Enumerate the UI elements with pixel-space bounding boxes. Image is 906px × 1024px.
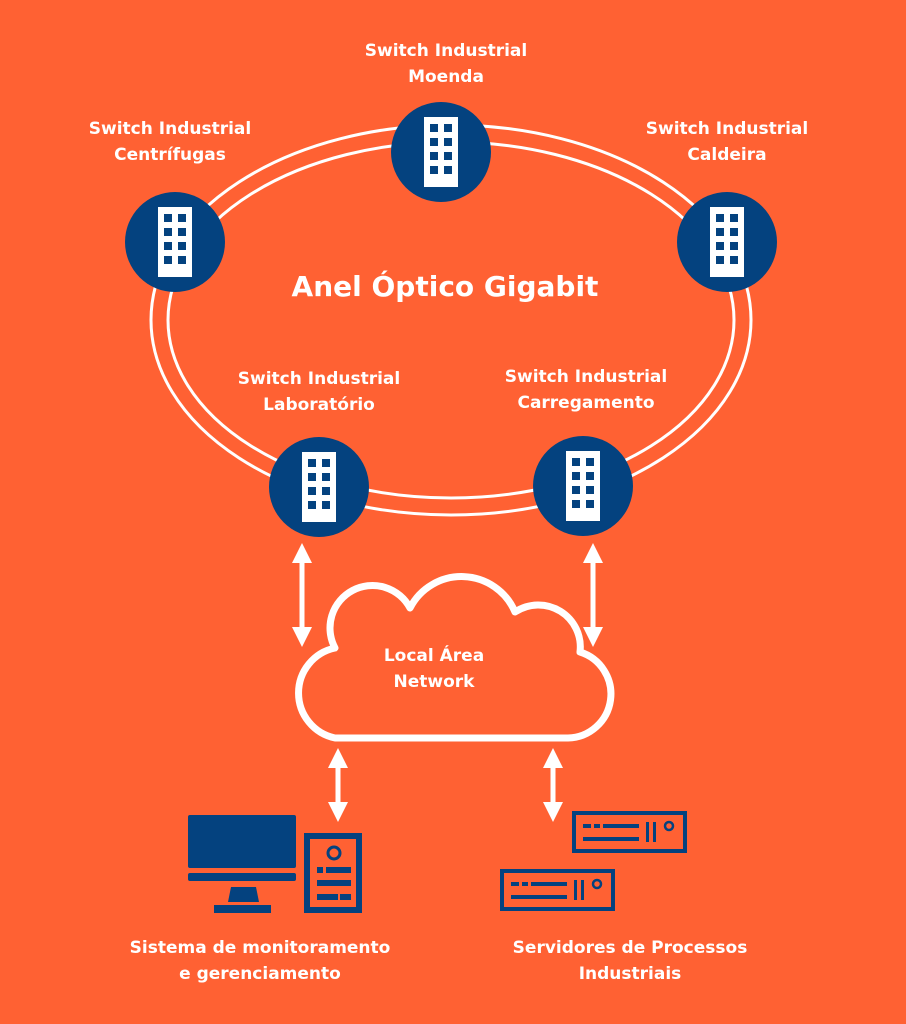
- ring-title: Anel Óptico Gigabit: [291, 270, 599, 303]
- label-line: Laboratório: [263, 395, 375, 415]
- switch-caldeira-icon: [677, 192, 777, 292]
- label-line: Carregamento: [517, 393, 655, 413]
- switch-laboratorio-icon: [269, 437, 369, 537]
- label-line: Local Área: [383, 646, 485, 666]
- label-line: Switch Industrial: [504, 367, 668, 387]
- server-icon: [572, 811, 687, 853]
- server-icon: [500, 869, 615, 911]
- label-line: Switch Industrial: [364, 41, 528, 61]
- label-line: Switch Industrial: [88, 119, 252, 139]
- tower-icon: [304, 833, 362, 913]
- label-line: Servidores de Processos: [512, 938, 748, 958]
- label-line: Moenda: [408, 67, 484, 87]
- label-line: Caldeira: [687, 145, 767, 165]
- label-monitoring: Sistema de monitoramento e gerenciamento: [100, 935, 420, 987]
- label-line: Switch Industrial: [645, 119, 809, 139]
- label-line: Centrífugas: [114, 145, 226, 165]
- label-line: Industriais: [578, 964, 682, 984]
- label-line: e gerenciamento: [179, 964, 341, 984]
- switch-carregamento-icon: [533, 436, 633, 536]
- switch-moenda-icon: [391, 102, 491, 202]
- label-line: Network: [393, 672, 475, 692]
- switch-centrifugas-icon: [125, 192, 225, 292]
- label-line: Switch Industrial: [237, 369, 401, 389]
- label-line: Sistema de monitoramento: [129, 938, 391, 958]
- computer-icon: [188, 815, 296, 913]
- cloud-icon: [295, 573, 615, 742]
